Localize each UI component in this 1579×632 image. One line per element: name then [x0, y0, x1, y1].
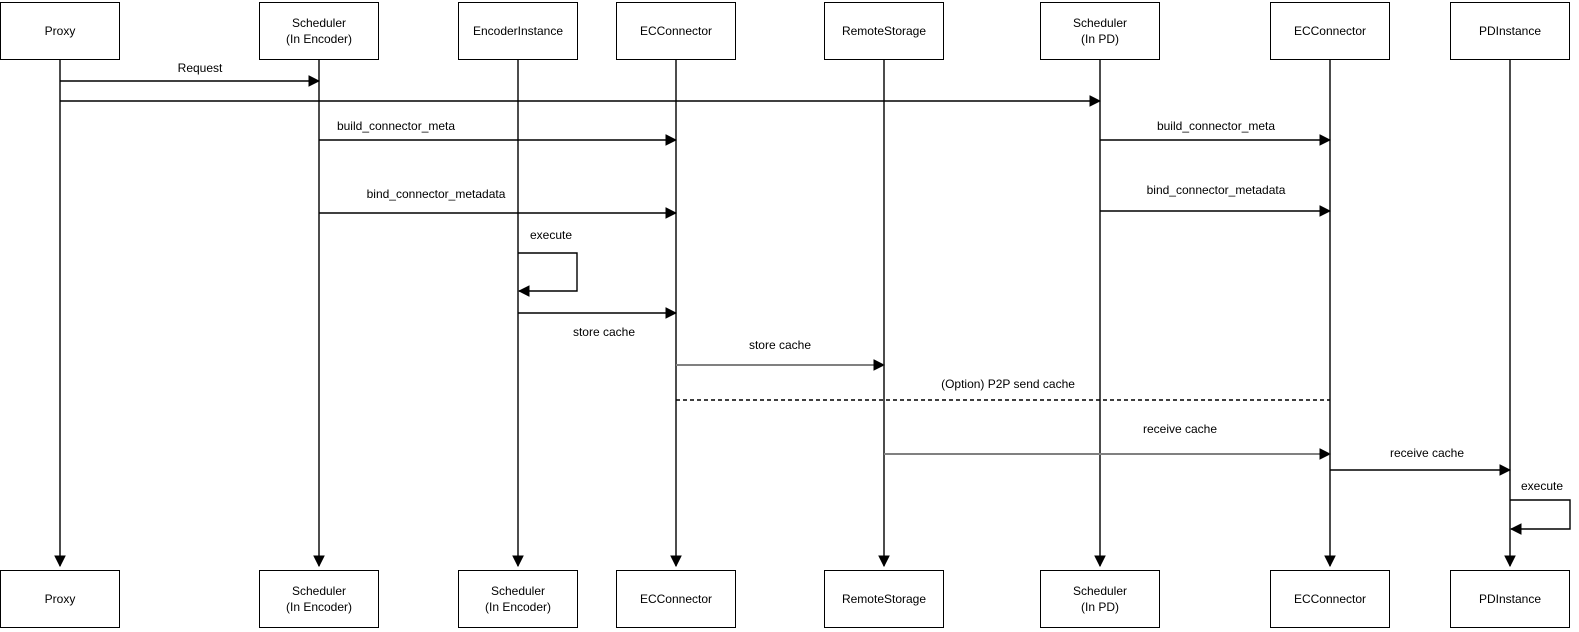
- top-box-label: Scheduler (In PD): [1072, 15, 1128, 46]
- top-box-pdinstance: PDInstance: [1450, 2, 1570, 60]
- bottom-box-remotestorage: RemoteStorage: [824, 570, 944, 628]
- top-box-scheduler-in-pd: Scheduler (In PD): [1040, 2, 1160, 60]
- bottom-box-ecconnector-2: ECConnector: [1270, 570, 1390, 628]
- message-label-receive-cache-10: receive cache: [1387, 446, 1467, 460]
- top-box-proxy: Proxy: [0, 2, 120, 60]
- bottom-box-proxy: Proxy: [0, 570, 120, 628]
- bottom-box-label: ECConnector: [1293, 591, 1367, 606]
- message-label-build-connector-meta-2: build_connector_meta: [334, 119, 458, 133]
- top-box-remotestorage: RemoteStorage: [824, 2, 944, 60]
- self-loop-label-0: execute: [527, 228, 575, 242]
- top-box-label: Proxy: [44, 23, 76, 38]
- bottom-box-encoderinstance: Scheduler (In Encoder): [458, 570, 578, 628]
- top-box-label: ECConnector: [639, 23, 713, 38]
- bottom-box-label: PDInstance: [1478, 591, 1542, 606]
- top-box-ecconnector: ECConnector: [616, 2, 736, 60]
- bottom-box-ecconnector: ECConnector: [616, 570, 736, 628]
- message-label-store-cache-7: store cache: [746, 338, 814, 352]
- message-label-store-cache-6: store cache: [570, 325, 638, 339]
- bottom-box-label: Proxy: [44, 591, 76, 606]
- top-box-label: Scheduler (In Encoder): [285, 15, 353, 46]
- self-loop-label-1: execute: [1518, 479, 1566, 493]
- top-box-label: EncoderInstance: [472, 23, 564, 38]
- message-label-receive-cache-9: receive cache: [1140, 422, 1220, 436]
- top-box-scheduler-in-encoder: Scheduler (In Encoder): [259, 2, 379, 60]
- bottom-box-label: Scheduler (In Encoder): [285, 583, 353, 614]
- message-label-build-connector-meta-3: build_connector_meta: [1154, 119, 1278, 133]
- message-label-request-0: Request: [175, 61, 225, 75]
- bottom-box-label: Scheduler (In PD): [1072, 583, 1128, 614]
- top-box-label: PDInstance: [1478, 23, 1542, 38]
- bottom-box-pdinstance: PDInstance: [1450, 570, 1570, 628]
- top-box-encoderinstance: EncoderInstance: [458, 2, 578, 60]
- self-loop-arrow-1: [1510, 499, 1571, 529]
- message-label-option-p2p-send-cache-8: (Option) P2P send cache: [939, 377, 1077, 391]
- message-label-bind-connector-metadata-4: bind_connector_metadata: [364, 187, 508, 201]
- bottom-box-label: RemoteStorage: [841, 591, 927, 606]
- top-box-label: RemoteStorage: [841, 23, 927, 38]
- bottom-box-label: ECConnector: [639, 591, 713, 606]
- top-box-ecconnector-2: ECConnector: [1270, 2, 1390, 60]
- bottom-box-scheduler-in-pd: Scheduler (In PD): [1040, 570, 1160, 628]
- bottom-box-scheduler-in-encoder: Scheduler (In Encoder): [259, 570, 379, 628]
- self-loop-arrow-0: [518, 252, 578, 291]
- message-label-bind-connector-metadata-5: bind_connector_metadata: [1144, 183, 1288, 197]
- top-box-label: ECConnector: [1293, 23, 1367, 38]
- bottom-box-label: Scheduler (In Encoder): [484, 583, 552, 614]
